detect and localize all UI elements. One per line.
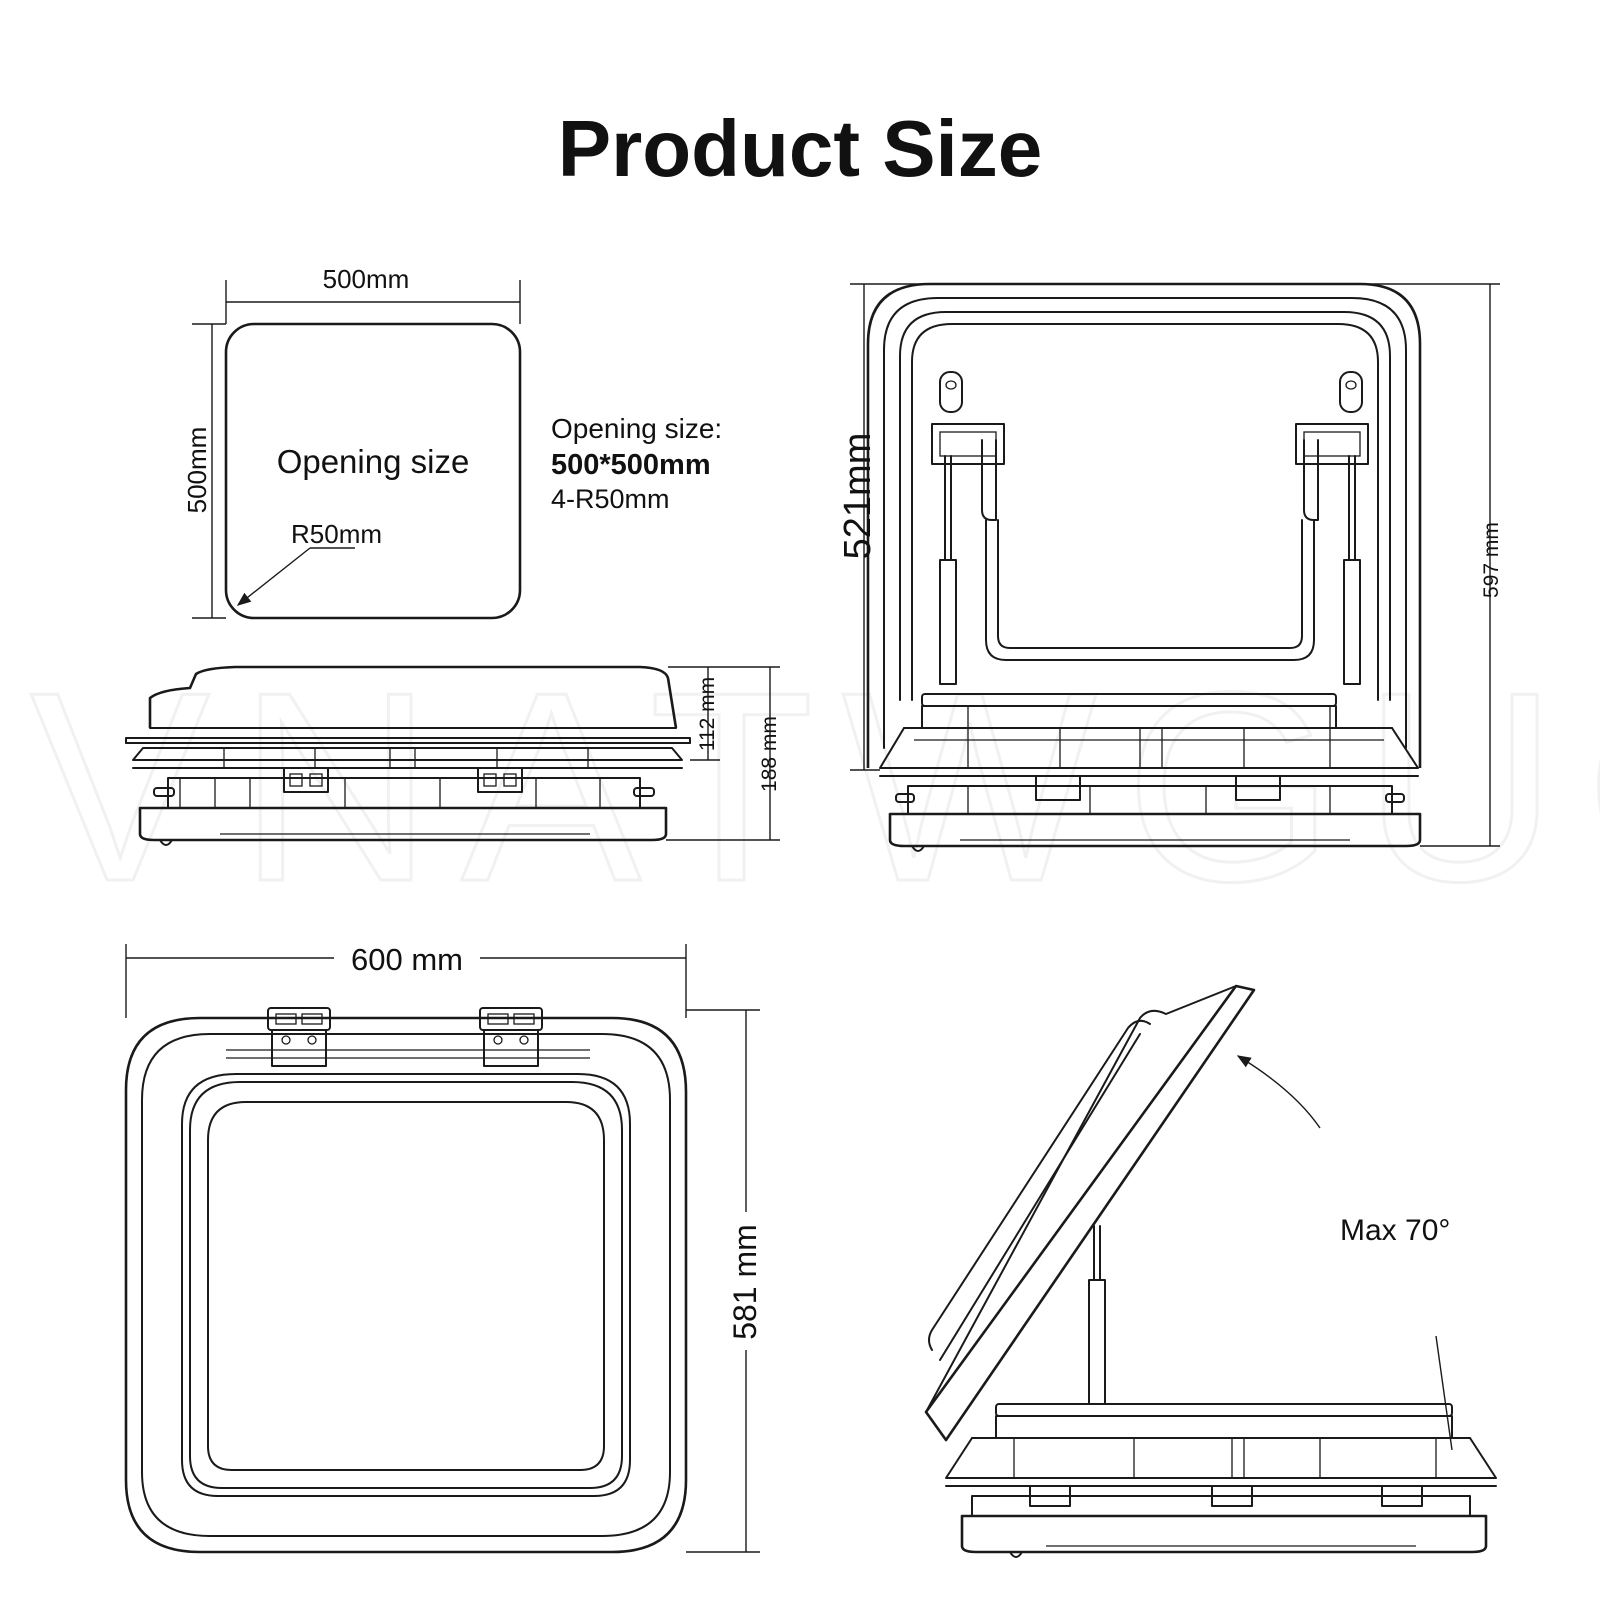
left-gas-strut	[939, 559, 957, 685]
left-bracket	[931, 423, 1005, 465]
left-knob	[939, 371, 963, 413]
opening-width-label: 500mm	[323, 264, 410, 294]
angle-label: Max 70°	[1340, 1214, 1450, 1247]
opening-size-view: 500mm 500mm Opening size R50mm Opening s…	[182, 264, 722, 620]
dome-lid	[148, 665, 678, 729]
top-view: 600 mm 581 mm	[124, 942, 763, 1554]
opening-height-label: 500mm	[182, 427, 212, 514]
height-188-label: 188 mm	[758, 716, 781, 792]
width-600-label: 600 mm	[351, 942, 463, 977]
outer-frame	[124, 1016, 688, 1554]
u-handle	[985, 519, 1315, 661]
watermark: VNATWGUO	[30, 637, 1600, 938]
angle-arrow	[1236, 1055, 1321, 1129]
inner-window	[207, 1101, 605, 1471]
height-581-label: 581 mm	[727, 1224, 763, 1340]
height-112-label: 112 mm	[696, 677, 719, 751]
right-knob	[1339, 371, 1363, 413]
flange	[132, 747, 683, 761]
radius-label: R50mm	[291, 519, 382, 549]
right-bracket	[1295, 423, 1369, 465]
opening-outline	[224, 322, 522, 620]
opening-note-line2: 500*500mm	[551, 449, 711, 481]
inner-height-label: 521mm	[837, 433, 879, 560]
right-gas-strut	[1343, 559, 1361, 685]
open-side-flange	[945, 1437, 1497, 1479]
side-view-closed: 112 mm 188 mm	[125, 665, 781, 846]
open-front-flange	[879, 727, 1419, 769]
page-title: Product Size	[558, 104, 1043, 193]
left-clamp	[283, 767, 329, 793]
opening-note-line1: Opening size:	[551, 413, 722, 444]
front-view-open: 521mm 597 mm	[837, 282, 1503, 852]
right-clamp	[477, 767, 523, 793]
opening-size-label: Opening size	[277, 443, 470, 480]
open-side-base	[960, 1514, 1488, 1554]
radius-leader-arrow	[236, 547, 311, 606]
open-front-base	[888, 812, 1422, 848]
base-frame	[138, 806, 668, 842]
total-height-label: 597 mm	[1480, 522, 1503, 598]
strut	[1088, 1279, 1106, 1405]
lid-rim	[924, 984, 1256, 1442]
side-view-open: Max 70°	[924, 984, 1497, 1558]
opening-note-line3: 4-R50mm	[551, 484, 670, 514]
